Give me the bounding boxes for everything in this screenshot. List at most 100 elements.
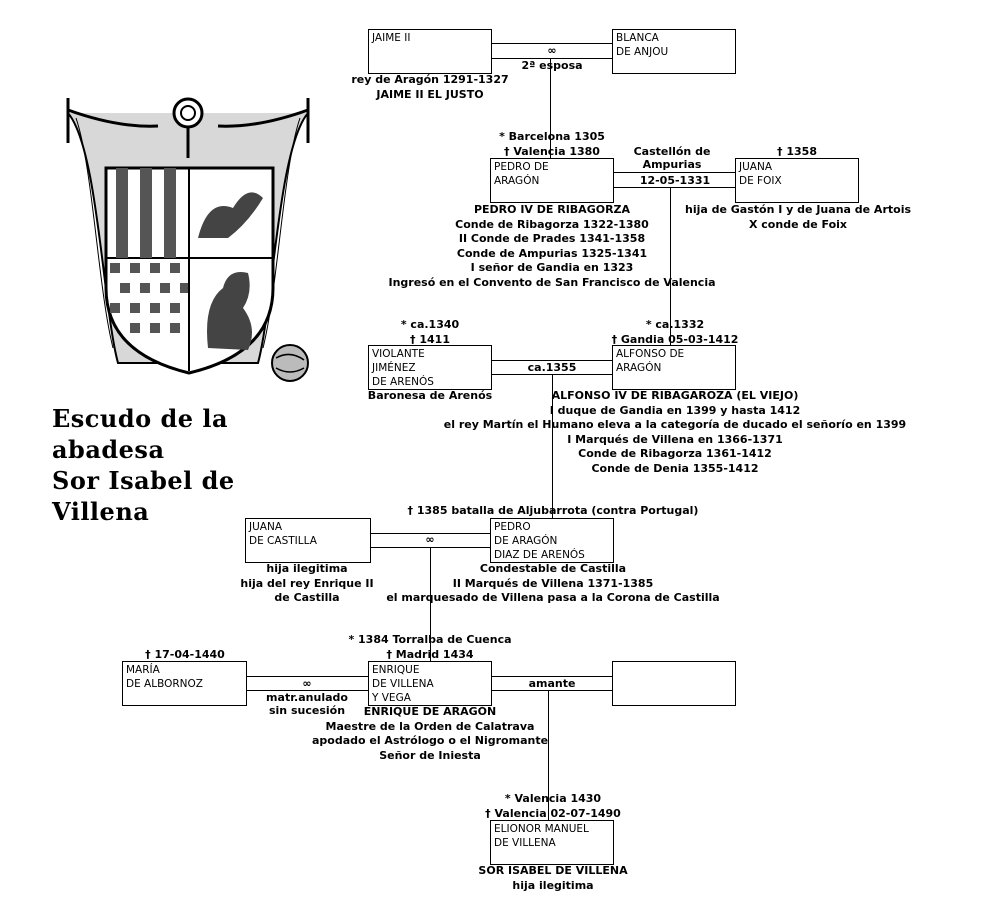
box-line: PEDRO: [494, 521, 531, 533]
caption-line-2: Sor Isabel de Villena: [52, 466, 235, 526]
note-line: Señor de Iniesta: [379, 748, 481, 762]
box-line: DIAZ DE ARENÓS: [494, 549, 585, 561]
note-line: Conde de Ampurias 1325-1341: [456, 246, 648, 260]
union-symbol: ∞: [425, 533, 435, 546]
box-line: JIMÉNEZ: [372, 362, 416, 374]
box-line: ARAGÓN: [494, 175, 540, 187]
union-line: [491, 676, 613, 677]
person-dates-enrique: * 1384 Torralba de Cuenca † Madrid 1434: [348, 633, 511, 662]
person-dates-pedro-diaz: † 1385 batalla de Aljubarrota (contra Po…: [408, 504, 699, 519]
note-line: Conde de Denia 1355-1412: [591, 461, 759, 475]
person-notes-pedro-diaz: Condestable de Castilla II Marqués de Vi…: [386, 562, 719, 606]
person-box-juana-foix: JUANA DE FOIX: [735, 158, 859, 203]
union-place-line: Ampurias: [642, 158, 702, 171]
note-line: hija ilegitima: [266, 562, 348, 575]
box-line: DE ARENÓS: [372, 376, 434, 388]
note-line: Baronesa de Arenós: [367, 389, 493, 402]
note-line: hija del rey Enrique II: [240, 576, 374, 590]
note-line: Maestre de la Orden de Calatrava: [325, 719, 535, 733]
marriage-line: [491, 360, 613, 361]
date-line: * 1384 Torralba de Cuenca: [348, 633, 512, 646]
box-line: Y VEGA: [372, 692, 411, 704]
box-line: BLANCA: [616, 32, 659, 44]
note-line: rey de Aragón 1291-1327: [351, 73, 509, 86]
note-line: JAIME II EL JUSTO: [376, 87, 484, 101]
box-line: DE VILLENA: [494, 837, 556, 849]
person-box-pedro: PEDRO DE ARAGÓN: [490, 158, 614, 203]
box-line: JUANA: [249, 521, 283, 533]
date-line: † Madrid 1434: [386, 647, 474, 661]
box-line: MARÍA: [126, 664, 160, 676]
note-line: II Conde de Prades 1341-1358: [458, 232, 646, 245]
union-symbol: ∞: [547, 44, 557, 57]
person-dates-elionor: * Valencia 1430 † Valencia 02-07-1490: [485, 792, 621, 821]
person-box-pedro-diaz: PEDRO DE ARAGÓN DIAZ DE ARENÓS: [490, 518, 614, 563]
box-line: ENRIQUE: [372, 664, 420, 676]
descent-line: [550, 58, 551, 158]
note-line: I señor de Gandia en 1323: [470, 261, 634, 274]
box-line: DE VILLENA: [372, 678, 434, 690]
marriage-line: [612, 172, 735, 173]
marriage-line: [246, 676, 369, 677]
person-notes-elionor: SOR ISABEL DE VILLENA hija ilegitima: [478, 864, 627, 893]
person-notes-jaime: rey de Aragón 1291-1327 JAIME II EL JUST…: [351, 73, 508, 102]
note-line: PEDRO IV DE RIBAGORZA: [473, 203, 631, 216]
union-date: 12-05-1331: [639, 174, 711, 187]
box-line: JAIME II: [372, 32, 411, 44]
box-line: ELIONOR MANUEL: [494, 823, 589, 835]
note-line: ALFONSO IV DE RIBAGAROZA (EL VIEJO): [551, 389, 799, 402]
person-notes-violante: Baronesa de Arenós: [368, 389, 492, 404]
note-line: Ingresó en el Convento de San Francisco …: [388, 275, 716, 289]
note-line: ENRIQUE DE ARAGÓN: [363, 705, 497, 718]
note-line: I Marqués de Villena en 1366-1371: [567, 432, 783, 446]
box-line: DE ALBORNOZ: [126, 678, 203, 690]
box-line: PEDRO DE: [494, 161, 549, 173]
date-line: * ca.1340: [400, 318, 460, 331]
caption-line-1: Escudo de la abadesa: [52, 404, 229, 464]
union-note-line: matr.anulado: [266, 691, 348, 704]
person-notes-juana-castilla: hija ilegitima hija del rey Enrique II d…: [240, 562, 373, 606]
person-box-enrique: ENRIQUE DE VILLENA Y VEGA: [368, 661, 492, 706]
note-line: hija ilegitima: [512, 878, 594, 892]
marriage-line: [370, 533, 491, 534]
note-line: SOR ISABEL DE VILLENA: [478, 864, 628, 877]
note-line: el marquesado de Villena pasa a la Coron…: [386, 591, 720, 604]
person-notes-pedro: PEDRO IV DE RIBAGORZA Conde de Ribagorza…: [388, 203, 715, 290]
note-line: de Castilla: [274, 591, 340, 604]
note-line: Conde de Ribagorza 1322-1380: [455, 217, 649, 231]
person-notes-alfonso: ALFONSO IV DE RIBAGAROZA (EL VIEJO) I du…: [444, 389, 906, 476]
note-line: Condestable de Castilla: [479, 562, 627, 575]
person-box-violante: VIOLANTE JIMÉNEZ DE ARENÓS: [368, 345, 492, 390]
box-line: VIOLANTE: [372, 348, 425, 360]
date-line: † 1411: [410, 332, 450, 346]
union-note: matr.anulado sin sucesión: [266, 691, 348, 717]
box-line: ALFONSO DE: [616, 348, 685, 360]
box-line: JUANA: [739, 161, 773, 173]
marriage-line: [612, 187, 735, 188]
date-line: † 1358: [777, 145, 817, 158]
person-notes-enrique: ENRIQUE DE ARAGÓN Maestre de la Orden de…: [312, 705, 548, 763]
note-line: apodado el Astrólogo o el Nigromante: [311, 734, 549, 747]
descent-line: [552, 374, 553, 518]
note-line: hija de Gastón I y de Juana de Artois: [684, 203, 912, 216]
date-line: † Valencia 1380: [504, 144, 600, 158]
person-box-maria: MARÍA DE ALBORNOZ: [122, 661, 247, 706]
person-box-alfonso: ALFONSO DE ARAGÓN: [612, 345, 736, 390]
box-line: DE ARAGÓN: [494, 535, 558, 547]
date-line: * Valencia 1430: [504, 792, 602, 805]
note-line: el rey Martín el Humano eleva a la categ…: [443, 418, 907, 431]
union-symbol: ∞: [302, 677, 312, 690]
person-box-elionor: ELIONOR MANUEL DE VILLENA: [490, 820, 614, 865]
date-line: † 17-04-1440: [145, 648, 225, 661]
person-dates-violante: * ca.1340 † 1411: [401, 318, 459, 347]
date-line: † Valencia 02-07-1490: [485, 806, 621, 820]
box-line: ARAGÓN: [616, 362, 662, 374]
person-dates-juana-foix: † 1358: [777, 145, 817, 160]
person-box-juana-castilla: JUANA DE CASTILLA: [245, 518, 371, 563]
note-line: I duque de Gandia en 1399 y hasta 1412: [549, 403, 801, 417]
descent-line: [670, 187, 671, 345]
note-line: II Marqués de Villena 1371-1385: [452, 576, 654, 590]
person-dates-maria: † 17-04-1440: [145, 648, 225, 663]
person-notes-juana-foix: hija de Gastón I y de Juana de Artois X …: [685, 203, 911, 232]
union-label: amante: [528, 677, 576, 690]
